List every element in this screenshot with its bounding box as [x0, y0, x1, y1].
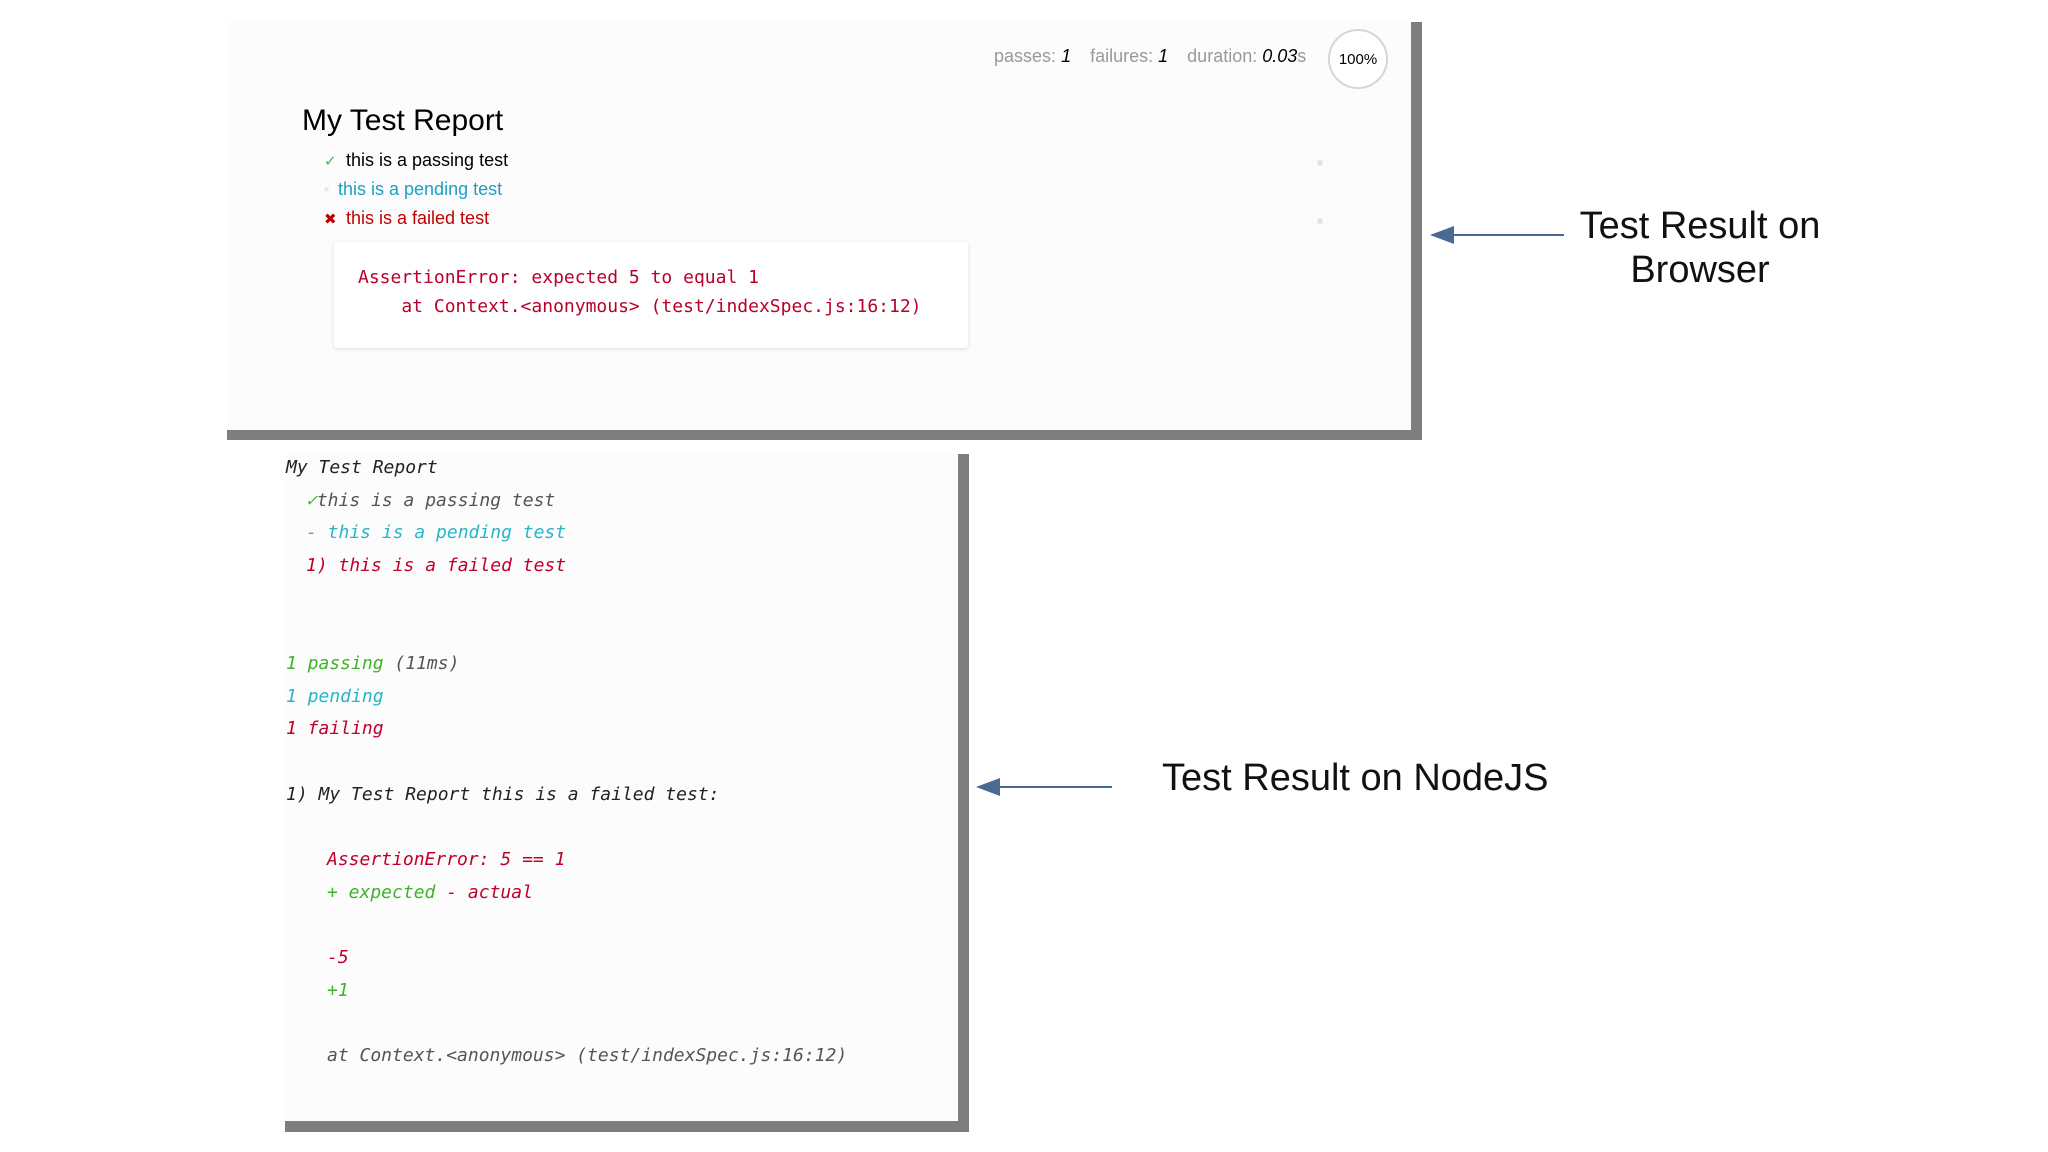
node-suite-title: My Test Report: [286, 457, 438, 478]
node-failed-line: 1) this is a failed test: [306, 555, 567, 576]
browser-caption: Test Result on Browser: [1560, 204, 1840, 292]
check-icon: ✓: [306, 490, 317, 511]
passes-label: passes:: [994, 46, 1057, 66]
test-label[interactable]: this is a passing test: [346, 150, 509, 170]
diff-actual-value: -5: [327, 947, 349, 968]
node-terminal-panel: [285, 454, 965, 1128]
report-stats: passes: 1 failures: 1 duration: 0.03s: [994, 46, 1306, 67]
node-caption: Test Result on NodeJS: [1162, 757, 1549, 799]
summary-failing: 1 failing: [286, 718, 384, 739]
browser-panel-border-bottom: [227, 430, 1422, 440]
browser-caption-line1: Test Result on: [1579, 205, 1821, 247]
passes-count[interactable]: 1: [1061, 46, 1072, 66]
test-label[interactable]: this is a pending test: [338, 179, 503, 199]
test-item-failed[interactable]: ✖ this is a failed test: [324, 208, 489, 229]
test-item-passing[interactable]: ✓ this is a passing test: [324, 150, 508, 171]
test-item-pending[interactable]: ◦ this is a pending test: [324, 179, 502, 200]
failures-label: failures:: [1090, 46, 1154, 66]
arrow-left-icon: [1430, 226, 1564, 244]
check-icon: ✓: [324, 152, 337, 170]
browser-panel-border-right: [1411, 22, 1422, 440]
summary-passing: 1 passing (11ms): [286, 653, 460, 674]
duration-value: 0.03: [1262, 46, 1298, 66]
cross-icon: ✖: [324, 210, 337, 228]
suite-title[interactable]: My Test Report: [302, 104, 504, 137]
node-stack-trace: at Context.<anonymous> (test/indexSpec.j…: [327, 1045, 848, 1066]
error-stack-box: AssertionError: expected 5 to equal 1 at…: [334, 242, 968, 348]
replay-icon[interactable]: [1317, 218, 1323, 224]
node-pass-line: ✓this is a passing test: [306, 490, 556, 511]
duration-label: duration:: [1187, 46, 1258, 66]
node-panel-border-bottom: [285, 1121, 969, 1132]
failures-count[interactable]: 1: [1158, 46, 1169, 66]
error-stack-trace: at Context.<anonymous> (test/indexSpec.j…: [358, 296, 922, 317]
error-message: AssertionError: expected 5 to equal 1: [358, 267, 759, 288]
browser-caption-line2: Browser: [1630, 249, 1770, 291]
duration-unit: s: [1297, 46, 1307, 66]
progress-indicator: 100%: [1328, 29, 1388, 89]
diff-expected-value: +1: [327, 980, 349, 1001]
arrow-left-icon: [976, 778, 1112, 796]
browser-report-panel: [227, 22, 1417, 440]
node-pending-line: - this is a pending test: [306, 522, 567, 543]
summary-pending: 1 pending: [286, 686, 384, 707]
node-panel-border-right: [958, 454, 969, 1132]
diff-legend: + expected - actual: [327, 882, 533, 903]
failure-header: 1) My Test Report this is a failed test:: [286, 784, 720, 805]
replay-icon[interactable]: [1317, 160, 1323, 166]
assertion-error: AssertionError: 5 == 1: [327, 849, 566, 870]
test-label[interactable]: this is a failed test: [346, 208, 490, 228]
bullet-icon: ◦: [324, 181, 330, 198]
